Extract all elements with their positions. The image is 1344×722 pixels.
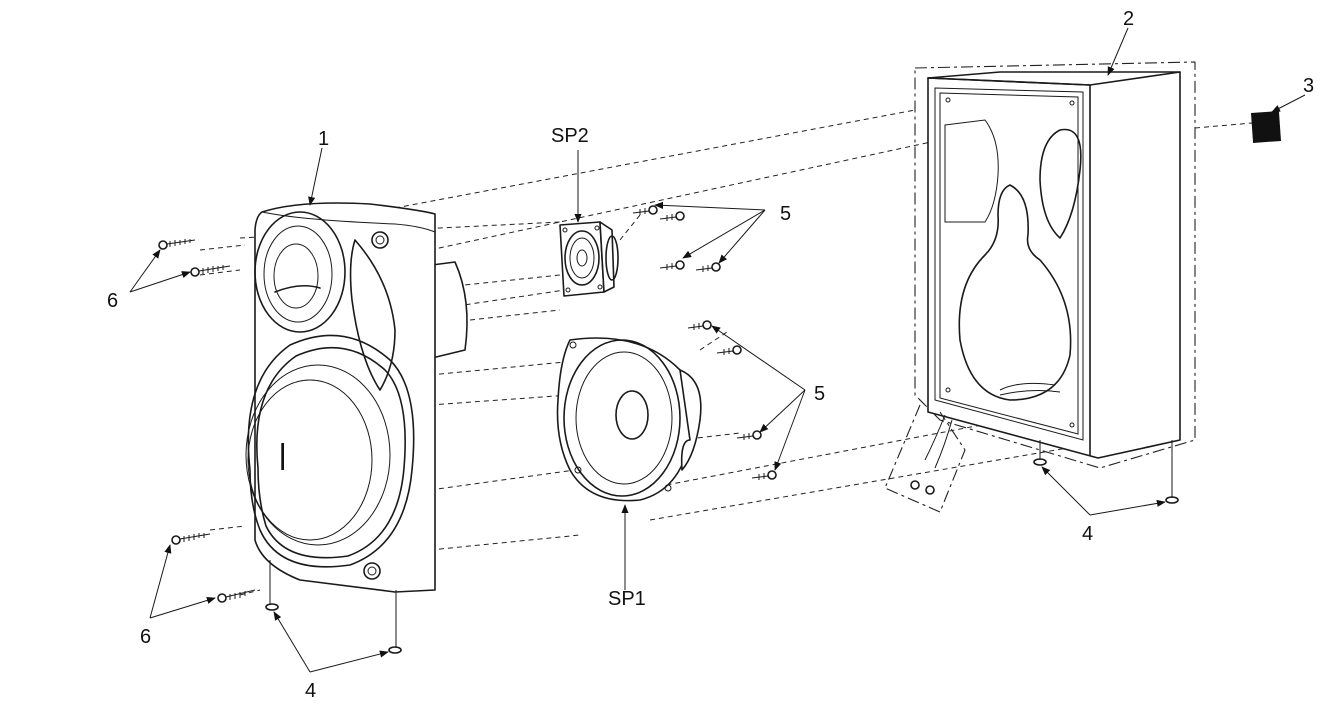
screw: [751, 470, 777, 480]
screw: [190, 265, 231, 277]
label-screws-sp1: 5: [814, 383, 825, 405]
screw: [736, 430, 762, 440]
woofer-sp1: [556, 337, 702, 502]
screw: [695, 262, 721, 272]
screw: [158, 239, 196, 250]
tweeter-sp2: [559, 221, 619, 297]
screws-part-5: [632, 205, 777, 480]
label-screws-bottom: 6: [140, 626, 151, 648]
screws-part-6: [158, 239, 256, 603]
brand-mark: ▬▬▬: [276, 443, 286, 470]
screw: [687, 320, 712, 330]
screw: [171, 533, 211, 545]
label-screws-sp2: 5: [780, 203, 791, 225]
leader-arrows: [129, 27, 1306, 673]
label-foot-right: 4: [1082, 523, 1093, 545]
part-labels: 1 2 3 SP2 SP1 5 5 6 6 4 4: [107, 8, 1314, 702]
label-cabinet: 2: [1123, 8, 1134, 30]
badge-part-3: [1250, 111, 1282, 143]
screw: [716, 345, 742, 355]
screw: [659, 260, 685, 270]
label-screws-top: 6: [107, 290, 118, 312]
label-woofer: SP1: [608, 588, 646, 610]
label-badge: 3: [1303, 75, 1314, 97]
label-tweeter: SP2: [551, 125, 589, 147]
front-baffle: ▬▬▬: [245, 202, 468, 654]
screw: [217, 589, 256, 603]
screw: [632, 205, 658, 215]
label-front-baffle: 1: [318, 128, 329, 150]
screw: [659, 211, 685, 221]
cabinet: [884, 61, 1196, 513]
label-foot-left: 4: [305, 680, 316, 702]
